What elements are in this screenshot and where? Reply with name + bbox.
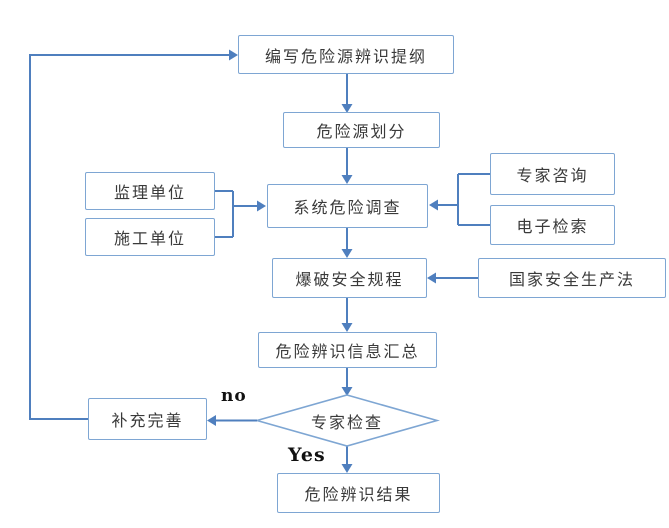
decision-diamond-shape [254,394,440,447]
arrowhead-outline-to-division [341,104,353,113]
node-division: 危险源划分 [283,112,440,148]
node-expert-check-label: 专家检查 [310,412,383,432]
node-construction: 施工单位 [85,218,215,256]
node-outline: 编写危险源辨识提纲 [238,35,454,74]
node-result: 危险辨识结果 [277,473,440,513]
arrowhead-summary-to-check [341,387,353,396]
arrowhead-investigation-to-blasting [341,249,353,258]
edge-label-no: no [221,386,247,406]
node-supervision: 监理单位 [85,172,215,210]
node-national-law: 国家安全生产法 [478,258,666,298]
edge-supplement-feedback [29,54,229,420]
arrowhead-blasting-to-summary [341,323,353,332]
arrowhead-law-to-blasting [427,272,436,284]
arrowhead-feedback-to-outline [229,49,238,61]
arrowhead-check-to-supplement [207,415,216,426]
arrowhead-left-to-investigation [257,200,266,212]
node-blasting-rules: 爆破安全规程 [272,258,427,298]
arrowhead-division-to-investigation [341,175,353,184]
node-summary: 危险辨识信息汇总 [258,332,437,368]
node-electronic-search: 电子检索 [490,205,615,245]
node-investigation: 系统危险调查 [267,184,428,228]
node-expert-consult: 专家咨询 [490,153,615,195]
edge-label-yes: Yes [288,444,326,466]
arrowhead-check-to-result [341,464,353,473]
arrowhead-right-to-investigation [429,199,438,211]
node-supplement: 补充完善 [88,398,207,440]
